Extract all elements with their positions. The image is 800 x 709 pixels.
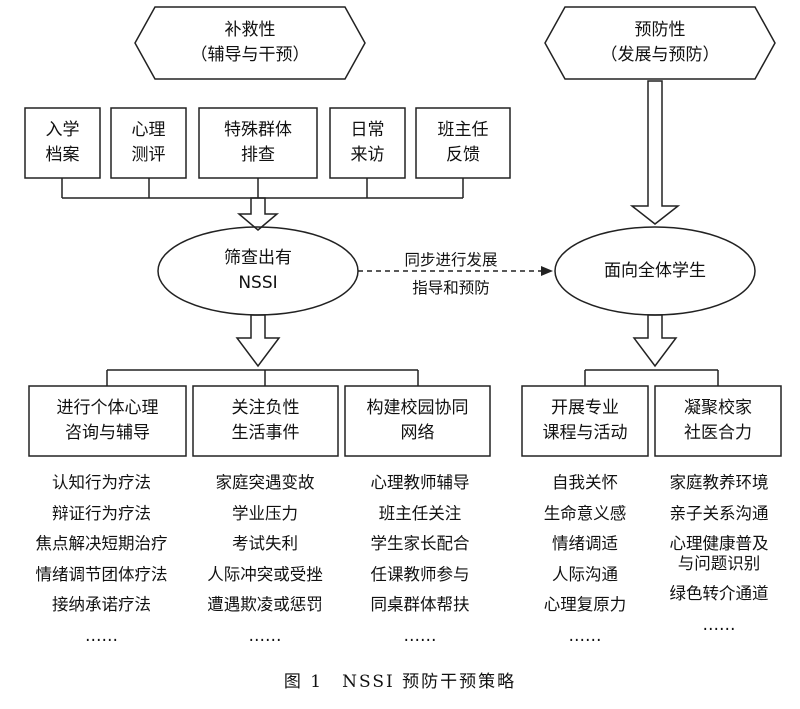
source-label: 日常 来访: [330, 108, 405, 178]
label-line: 凝聚校家: [684, 398, 752, 418]
list-item: 班主任关注: [378, 503, 462, 523]
label-line: （辅导与干预）: [190, 45, 310, 65]
label-line: 同步进行发展: [404, 251, 498, 269]
list-item: 认知行为疗法: [52, 473, 151, 492]
hollow-arrow-down: [629, 80, 681, 225]
hollow-arrow-down: [236, 197, 280, 231]
label-line: 补救性: [224, 20, 276, 40]
list-item: 人际冲突或受挫: [207, 564, 323, 584]
label-line: NSSI: [238, 273, 278, 293]
label-line: 课程与活动: [542, 423, 628, 443]
list-item: ……: [248, 625, 282, 645]
hollow-arrow-down: [632, 314, 678, 368]
list-item: 接纳承诺疗法: [52, 595, 151, 614]
label-line: （发展与预防）: [600, 45, 720, 65]
item-list: 认知行为疗法 辩证行为疗法 焦点解决短期治疗 情绪调节团体疗法 接纳承诺疗法 ……: [4, 468, 199, 651]
list-item: ……: [568, 625, 602, 645]
list-item: 同桌群体帮扶: [370, 595, 470, 614]
list-item: 人际沟通: [552, 564, 618, 584]
label-line: 网络: [400, 423, 435, 443]
list-item: 心理教师辅导: [370, 473, 470, 492]
item-list: 自我关怀 生命意义感 情绪调适 人际沟通 心理复原力 ……: [510, 468, 660, 651]
top-right-hexagon: [544, 6, 776, 80]
label-line: 入学: [45, 120, 80, 140]
list-item: 家庭教养环境: [669, 473, 769, 492]
label-line: 班主任: [437, 120, 489, 140]
source-label: 心理 测评: [111, 108, 186, 178]
item-list: 心理教师辅导 班主任关注 学生家长配合 任课教师参与 同桌群体帮扶 ……: [345, 468, 495, 651]
list-item: 辩证行为疗法: [52, 503, 151, 523]
list-item: ……: [702, 614, 736, 634]
list-item: 生命意义感: [543, 503, 627, 523]
list-item: 情绪调节团体疗法: [35, 564, 168, 584]
category-label: 关注负性 生活事件: [193, 386, 338, 456]
list-item: 心理健康普及 与问题识别: [669, 534, 769, 573]
label-line: 进行个体心理: [56, 398, 159, 418]
item-list: 家庭教养环境 亲子关系沟通 心理健康普及 与问题识别 绿色转介通道 ……: [648, 468, 790, 640]
label-line: 筛查出有: [224, 248, 292, 268]
label-line: 测评: [131, 145, 166, 165]
label-line: 开展专业: [551, 398, 619, 418]
source-label: 特殊群体 排查: [199, 108, 317, 178]
label-line: 来访: [350, 145, 385, 165]
list-item: 遭遇欺凌或惩罚: [207, 595, 323, 614]
top-left-hexagon: [134, 6, 366, 80]
label-line: 关注负性: [231, 398, 300, 418]
hollow-arrow-down: [235, 314, 281, 368]
source-label: 入学 档案: [25, 108, 100, 178]
list-item: 学业压力: [232, 503, 298, 523]
list-item: 学生家长配合: [370, 534, 470, 553]
label-line: 面向全体学生: [604, 260, 706, 281]
label-line: 反馈: [446, 145, 480, 165]
label-line: 指导和预防: [412, 279, 490, 297]
list-item: 绿色转介通道: [669, 584, 769, 603]
label-line: 排查: [241, 145, 275, 165]
list-item: 家庭突遇变故: [215, 473, 315, 492]
label-line: 咨询与辅导: [65, 423, 150, 443]
top-left-label: 补救性 （辅导与干预）: [135, 7, 365, 79]
dashed-arrow-label: 同步进行发展 指导和预防: [366, 248, 536, 300]
label-line: 日常: [350, 120, 385, 140]
right-category-bracket: [584, 369, 719, 386]
label-line: 档案: [45, 145, 80, 165]
list-item: 情绪调适: [552, 534, 618, 553]
dashed-arrow-head: [541, 266, 553, 276]
list-item: ……: [403, 625, 437, 645]
list-item: 考试失利: [232, 534, 298, 553]
source-bracket: [61, 178, 464, 199]
category-label: 凝聚校家 社医合力: [655, 386, 781, 456]
ellipse-right-label: 面向全体学生: [555, 227, 755, 315]
source-label: 班主任 反馈: [416, 108, 510, 178]
list-item: 心理复原力: [543, 595, 627, 614]
category-label: 构建校园协同 网络: [345, 386, 490, 456]
category-label: 开展专业 课程与活动: [522, 386, 648, 456]
ellipse-left-label: 筛查出有 NSSI: [158, 227, 358, 315]
label-line: 预防性: [634, 20, 686, 40]
category-label: 进行个体心理 咨询与辅导: [29, 386, 186, 456]
label-line: 构建校园协同: [366, 398, 469, 418]
top-right-label: 预防性 （发展与预防）: [545, 7, 775, 79]
left-category-bracket: [106, 369, 419, 386]
figure-caption: 图 1 NSSI 预防干预策略: [283, 672, 517, 692]
list-item: ……: [85, 625, 118, 645]
item-list: 家庭突遇变故 学业压力 考试失利 人际冲突或受挫 遭遇欺凌或惩罚 ……: [190, 468, 340, 651]
list-item: 任课教师参与: [370, 564, 470, 584]
label-line: 特殊群体: [224, 120, 292, 140]
list-item: 自我关怀: [552, 473, 618, 492]
label-line: 心理: [131, 120, 166, 140]
list-item: 亲子关系沟通: [669, 503, 769, 523]
label-line: 生活事件: [231, 423, 300, 443]
label-line: 社医合力: [684, 423, 752, 443]
list-item: 焦点解决短期治疗: [35, 534, 168, 553]
